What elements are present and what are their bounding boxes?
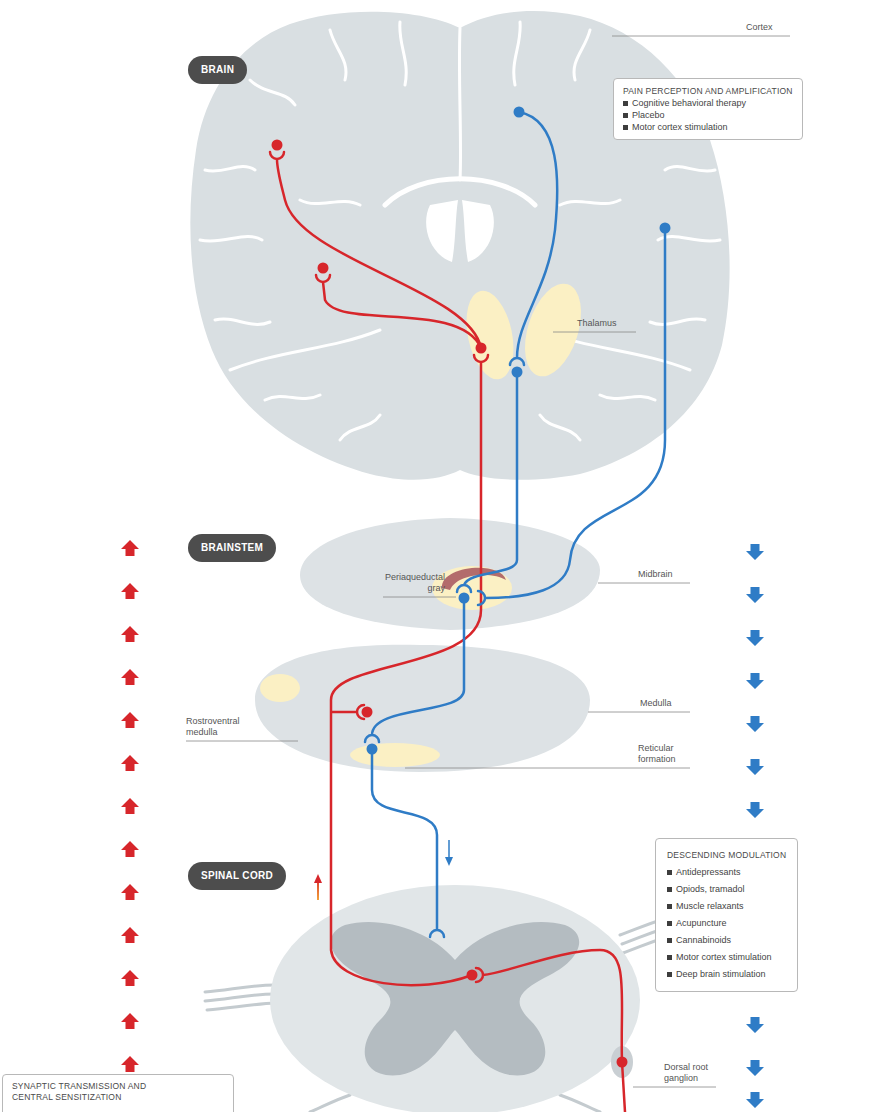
neuron-dot [617,1057,628,1068]
anatomy-label: Medulla [640,698,672,709]
neuron-dot [272,140,283,151]
panel-heading: DESCENDING MODULATION [667,847,786,864]
therapy-panel: DESCENDING MODULATIONAntidepressantsOpio… [655,838,798,992]
neuron-dot [318,263,329,274]
thalamus-left [459,286,521,383]
reticular-formation-region [350,743,440,767]
therapy-item: Placebo [623,109,793,121]
corpus-callosum [385,179,535,205]
neuron-dot [467,970,478,981]
therapy-item: Deep brain stimulation [667,966,786,983]
spinal-cord-section [270,885,640,1112]
ascending-pathway [270,152,625,1112]
anatomy-label: Thalamus [577,318,617,329]
anatomy-label: Rostroventral medulla [186,716,254,738]
descending-small-arrowhead [445,857,453,866]
ascending-synapse-dots [272,140,628,1068]
panel-heading: PAIN PERCEPTION AND AMPLIFICATION [623,85,793,97]
region-tag-text: BRAIN [201,64,234,76]
region-tag-text: SPINAL CORD [201,870,273,882]
therapy-item: Acupuncture [667,915,786,932]
region-tag: BRAINSTEM [188,534,276,562]
neuron-dot [362,707,373,718]
neuron-dot [660,223,671,234]
therapy-item: Cannabinoids [667,932,786,949]
thalamus-right [514,277,591,384]
neuron-dot [514,107,525,118]
ascending-arrow-column [121,540,139,1072]
ascending-small-arrow [317,882,319,900]
ventricles [426,200,494,262]
ascending-small-arrowhead [314,874,322,883]
midbrain-section [300,518,600,630]
anatomy-label: Reticular formation [638,743,694,765]
therapy-item: Antidepressants [667,864,786,881]
descending-small-arrow [448,840,450,858]
region-tag: SPINAL CORD [188,862,286,890]
anatomy-label: Periaqueductal gray [370,572,445,594]
therapy-item: Cognitive behavioral therapy [623,97,793,109]
neuron-dot [459,593,470,604]
descending-pathway [365,112,665,937]
descending-arrow-column [746,544,764,1108]
therapy-panel: SYNAPTIC TRANSMISSION AND CENTRAL SENSIT… [2,1074,234,1112]
neuron-dot [476,343,487,354]
region-tag-text: BRAINSTEM [201,542,263,554]
medulla-section [255,645,590,772]
rostroventral-medulla-region [260,674,300,702]
spinal-grey-matter [331,922,579,1076]
therapy-item: Motor cortex stimulation [623,121,793,133]
region-tag: BRAIN [188,56,247,84]
therapy-panel: PAIN PERCEPTION AND AMPLIFICATIONCogniti… [613,78,803,140]
anatomy-label: Midbrain [638,569,673,580]
anatomy-label: Dorsal root ganglion [664,1062,720,1084]
neuron-dot [512,367,523,378]
panel-heading: SYNAPTIC TRANSMISSION AND CENTRAL SENSIT… [12,1081,182,1103]
therapy-item: Motor cortex stimulation [667,949,786,966]
descending-synapse-dots [367,107,671,755]
anatomy-label: Cortex [746,22,773,33]
therapy-item: Opiods, tramadol [667,881,786,898]
therapy-item: Muscle relaxants [667,898,786,915]
neuron-dot [367,744,378,755]
